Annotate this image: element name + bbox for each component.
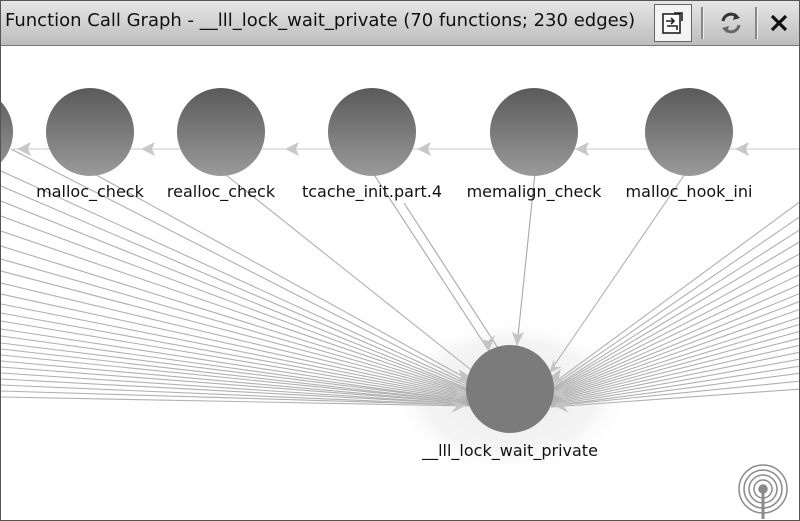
caller-label: malloc_hook_ini: [625, 182, 753, 201]
edge-arrow: [735, 142, 749, 156]
incoming-edges-right: [548, 170, 799, 408]
export-icon: [662, 12, 683, 34]
incoming-edges-callers: [372, 172, 536, 352]
target-arrowheads: [451, 332, 569, 413]
toolbar-separator: [755, 7, 758, 39]
caller-node-realloc-check[interactable]: [177, 88, 265, 176]
edge-arrow: [417, 142, 431, 156]
activity-antenna-icon: [738, 464, 788, 519]
graph-canvas[interactable]: malloc_check realloc_check tcache_init.p…: [1, 46, 799, 520]
caller-label: tcache_init.part.4: [301, 182, 443, 201]
caller-node-tcache-init[interactable]: [328, 88, 416, 176]
target-label: __lll_lock_wait_private: [422, 441, 598, 460]
target-node[interactable]: [466, 345, 554, 433]
refresh-button[interactable]: [712, 4, 750, 42]
caller-label: memalign_check: [466, 182, 602, 201]
partial-node-left: [1, 101, 13, 163]
export-graph-button[interactable]: [654, 4, 692, 42]
window-title: Function Call Graph - __lll_lock_wait_pr…: [5, 10, 636, 31]
edge-arrow: [17, 142, 31, 156]
caller-node-malloc-hook-ini[interactable]: [645, 88, 733, 176]
edge-arrow: [575, 142, 589, 156]
edge-arrow: [285, 142, 299, 156]
graph-edges: [1, 88, 799, 519]
caller-label: malloc_check: [36, 182, 144, 201]
edge-arrow: [141, 142, 155, 156]
incoming-edges-left: [1, 148, 476, 407]
title-bar: Function Call Graph - __lll_lock_wait_pr…: [1, 1, 799, 46]
toolbar-separator: [701, 7, 704, 39]
caller-label: realloc_check: [166, 182, 276, 201]
caller-node-memalign-check[interactable]: [490, 88, 578, 176]
close-button[interactable]: [760, 4, 798, 42]
close-icon: [770, 14, 788, 32]
caller-node-malloc-check[interactable]: [46, 88, 134, 176]
refresh-icon: [721, 12, 741, 34]
